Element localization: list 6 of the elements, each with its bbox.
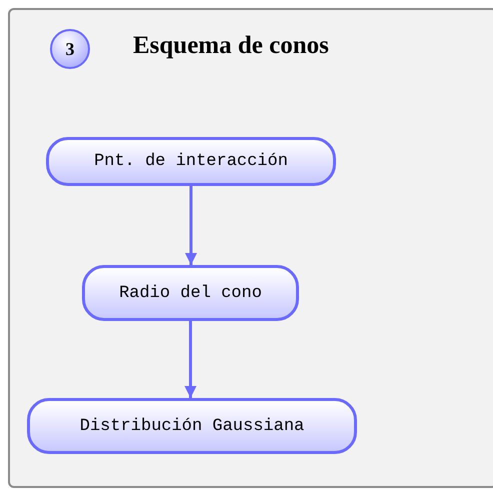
process-box: Distribución Gaussiana (27, 398, 357, 454)
process-box: Pnt. de interacción (46, 137, 336, 186)
arrow (184, 321, 196, 398)
diagram-title: Esquema de conos (133, 32, 329, 60)
arrow (185, 186, 197, 265)
process-box: Radio del cono (82, 265, 299, 321)
